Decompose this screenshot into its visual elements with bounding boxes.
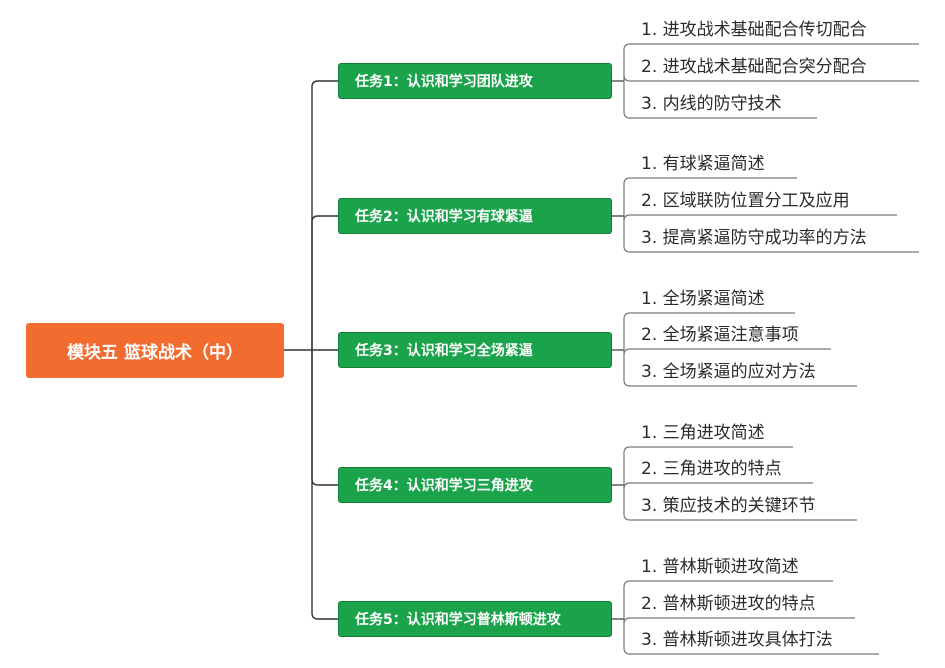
task-node-3[interactable]: 任务3：认识和学习全场紧逼 <box>338 332 612 368</box>
leaf-underline <box>623 446 793 485</box>
leaf-underline <box>623 482 813 490</box>
leaf-underline <box>623 580 833 619</box>
leaf-underline <box>623 216 919 253</box>
task-node-1[interactable]: 任务1：认识和学习团队进攻 <box>338 63 612 99</box>
task-node-4[interactable]: 任务4：认识和学习三角进攻 <box>338 467 612 503</box>
leaf-underline <box>623 617 855 625</box>
leaf-underline <box>623 43 919 81</box>
subtopic-item[interactable]: 2. 三角进攻的特点 <box>641 459 782 479</box>
leaf-underline <box>623 74 919 82</box>
root-topic[interactable]: 模块五 篮球战术（中） <box>26 323 284 378</box>
leaf-underline <box>623 312 795 350</box>
leaf-underline <box>623 214 897 222</box>
task-connector <box>311 80 338 350</box>
task-label: 任务1：认识和学习团队进攻 <box>355 74 533 90</box>
subtopic-item[interactable]: 3. 策应技术的关键环节 <box>641 496 816 516</box>
leaf-underline <box>623 81 817 119</box>
subtopic-item[interactable]: 3. 提高紧逼防守成功率的方法 <box>641 228 867 248</box>
subtopic-item[interactable]: 1. 进攻战术基础配合传切配合 <box>641 20 867 40</box>
subtopic-item[interactable]: 2. 进攻战术基础配合突分配合 <box>641 57 867 77</box>
task-label: 任务2：认识和学习有球紧逼 <box>355 209 533 225</box>
subtopic-item[interactable]: 2. 全场紧逼注意事项 <box>641 325 799 345</box>
subtopic-item[interactable]: 3. 普林斯顿进攻具体打法 <box>641 630 833 650</box>
task-label: 任务3：认识和学习全场紧逼 <box>355 343 533 359</box>
root-topic-label: 模块五 篮球战术（中） <box>67 343 243 363</box>
subtopic-item[interactable]: 3. 内线的防守技术 <box>641 94 782 114</box>
subtopic-item[interactable]: 1. 全场紧逼简述 <box>641 289 765 309</box>
task-node-2[interactable]: 任务2：认识和学习有球紧逼 <box>338 198 612 234</box>
subtopic-item[interactable]: 2. 区域联防位置分工及应用 <box>641 191 850 211</box>
task-connector <box>311 350 338 620</box>
leaf-underline <box>623 350 857 387</box>
leaf-underline <box>623 348 831 356</box>
subtopic-item[interactable]: 1. 普林斯顿进攻简述 <box>641 557 799 577</box>
task-connector <box>311 215 338 350</box>
task-connector <box>311 350 338 486</box>
leaf-underline <box>623 619 879 655</box>
subtopic-item[interactable]: 1. 有球紧逼简述 <box>641 154 765 174</box>
subtopic-item[interactable]: 1. 三角进攻简述 <box>641 423 765 443</box>
task-label: 任务4：认识和学习三角进攻 <box>355 478 533 494</box>
task-label: 任务5：认识和学习普林斯顿进攻 <box>355 612 561 628</box>
leaf-underline <box>623 177 797 216</box>
leaf-underline <box>623 485 857 521</box>
subtopic-item[interactable]: 2. 普林斯顿进攻的特点 <box>641 594 816 614</box>
task-node-5[interactable]: 任务5：认识和学习普林斯顿进攻 <box>338 601 612 637</box>
subtopic-item[interactable]: 3. 全场紧逼的应对方法 <box>641 362 816 382</box>
